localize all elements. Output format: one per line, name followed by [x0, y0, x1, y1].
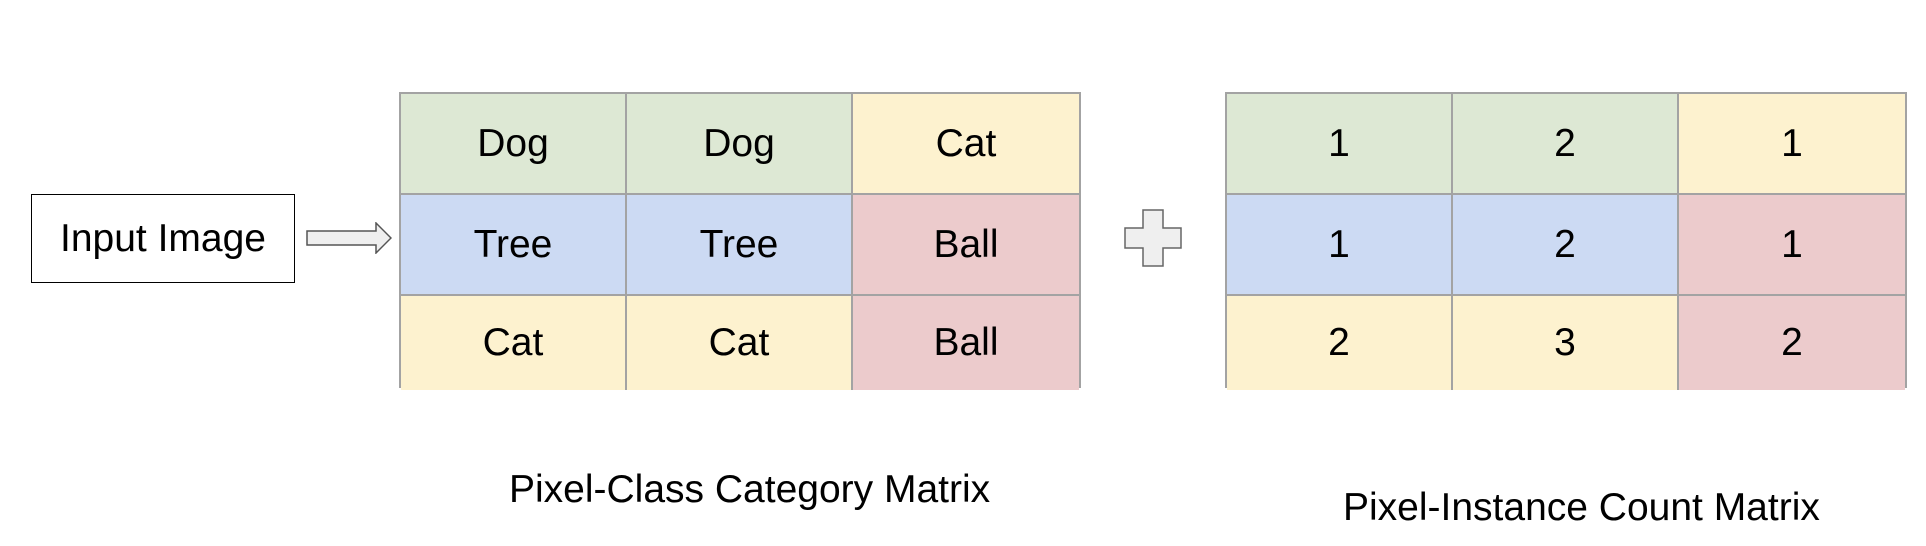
input-image-label: Input Image — [60, 216, 266, 260]
plus-icon — [1124, 209, 1182, 267]
category-matrix-cell: Ball — [853, 296, 1079, 390]
count-matrix-cell: 3 — [1453, 296, 1679, 390]
category-matrix-cell: Cat — [853, 94, 1079, 195]
input-image-box: Input Image — [31, 194, 295, 283]
category-matrix-caption: Pixel-Class Category Matrix — [509, 468, 991, 511]
count-matrix-cell: 2 — [1453, 94, 1679, 195]
count-matrix-caption: Pixel-Instance Count Matrix — [1343, 486, 1820, 529]
right-arrow-icon — [306, 222, 392, 254]
category-matrix-cell: Ball — [853, 195, 1079, 296]
count-matrix-cell: 1 — [1679, 94, 1905, 195]
count-matrix-cell: 1 — [1227, 195, 1453, 296]
count-matrix-cell: 2 — [1679, 296, 1905, 390]
category-matrix-cell: Cat — [401, 296, 627, 390]
count-matrix-cell: 1 — [1227, 94, 1453, 195]
count-matrix-cell: 2 — [1227, 296, 1453, 390]
category-matrix-cell: Tree — [401, 195, 627, 296]
category-matrix-cell: Dog — [627, 94, 853, 195]
category-matrix-cell: Tree — [627, 195, 853, 296]
count-matrix-cell: 2 — [1453, 195, 1679, 296]
count-matrix-cell: 1 — [1679, 195, 1905, 296]
category-matrix-cell: Dog — [401, 94, 627, 195]
category-matrix-cell: Cat — [627, 296, 853, 390]
